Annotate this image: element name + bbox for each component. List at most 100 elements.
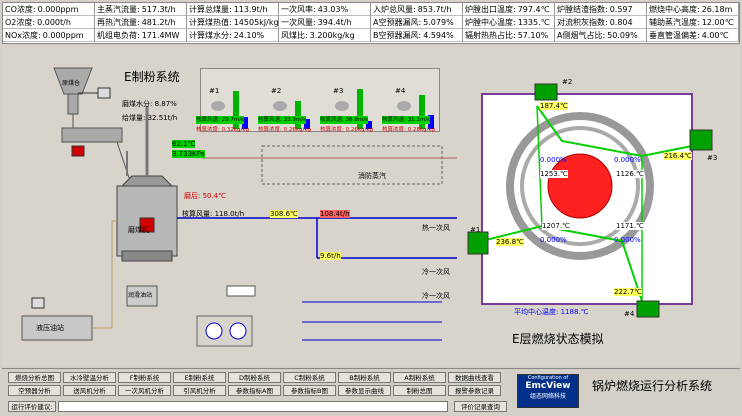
- mill-pressure: 3.733KPa: [172, 150, 205, 158]
- mill-feed: 给煤量: 32.51t/h: [122, 114, 178, 122]
- corner-label-2: #2: [562, 78, 573, 86]
- pipe-name: #4: [395, 87, 406, 95]
- pipe-conc: 核算浓度: 0.32kg/kg: [196, 127, 250, 133]
- emcview-logo: Configuration of EmcView 组态网络科技: [517, 374, 579, 408]
- pipe-speed: 核算风速: 29.7m/s: [196, 116, 244, 124]
- pct-4: 0.000%: [614, 236, 641, 244]
- nav-button[interactable]: 水冷壁温分析: [63, 372, 116, 383]
- pct-2: 0.000%: [614, 156, 641, 164]
- metric-value: 0.000ppm: [37, 5, 79, 14]
- metric-label: O2浓度:: [5, 18, 36, 27]
- pipe-name: #1: [209, 87, 220, 95]
- temp-t1: 187.4℃: [540, 102, 568, 110]
- nav-button[interactable]: F制粉系统: [118, 372, 171, 383]
- pipe-speed-bar: [357, 89, 363, 129]
- metric-label: 垂直管温偏差:: [649, 31, 700, 40]
- metric-label: 机组电负荷:: [97, 31, 140, 40]
- metric-label: 炉膛出口温度:: [465, 5, 516, 14]
- metric-label: 风煤比:: [281, 31, 308, 40]
- process-diagram: [21, 67, 713, 347]
- feeder-motor-icon: [71, 145, 85, 157]
- corner-label-3: #3: [707, 154, 718, 162]
- nav-button[interactable]: 制粉总图: [393, 385, 446, 396]
- header-metric: 一次风率:43.03%: [279, 3, 371, 16]
- nav-button[interactable]: 引风机分析: [173, 385, 226, 396]
- burner-corner-4: [636, 300, 660, 318]
- nav-button[interactable]: 一次风机分析: [118, 385, 171, 396]
- metric-label: 计算煤热值:: [189, 18, 232, 27]
- pipe-speed-bar: [295, 101, 301, 129]
- nav-button[interactable]: D制粉系统: [228, 372, 281, 383]
- header-metric: 炉膛中心温度:1335.℃: [463, 16, 555, 29]
- hot-air: 108.4t/h: [320, 210, 350, 218]
- metric-value: 853.7t/h: [417, 5, 452, 14]
- pipe-conc-bar: [242, 117, 248, 129]
- nav-button[interactable]: A制粉系统: [393, 372, 446, 383]
- temp-t3: 236.8℃: [496, 238, 524, 246]
- metric-label: NOx浓度:: [5, 31, 41, 40]
- header-metric: 燃烧中心高度:26.18m: [647, 3, 739, 16]
- metric-label: 入炉总风量:: [373, 5, 416, 14]
- pipe-conc-bar: [428, 115, 434, 129]
- metric-label: 辅助蒸汽温度:: [649, 18, 700, 27]
- cold-primary-label-2: 冷一次风: [422, 292, 450, 300]
- metric-value: 0.597: [609, 5, 633, 14]
- nav-button[interactable]: 参数指标B图: [283, 385, 336, 396]
- metric-label: CO浓度:: [5, 5, 36, 14]
- mill-outlet-temp: 磨后: 50.4℃: [184, 192, 227, 200]
- metric-value: 57.10%: [517, 31, 549, 40]
- coal-bunker: [53, 67, 93, 95]
- header-metric: 炉膛结渣指数:0.597: [555, 3, 647, 16]
- pipe-valve: [273, 101, 287, 111]
- nav-button[interactable]: C制粉系统: [283, 372, 336, 383]
- hydraulic-station: [21, 315, 93, 341]
- furnace-title: E层燃烧状态模拟: [512, 332, 604, 346]
- header-metric: B空预器漏风:4.594%: [371, 29, 463, 42]
- nav-button[interactable]: B制粉系统: [338, 372, 391, 383]
- metric-label: B空预器漏风:: [373, 31, 422, 40]
- nav-button[interactable]: 空预器分析: [8, 385, 61, 396]
- header-metric: 风煤比:3.200kg/kg: [279, 29, 371, 42]
- nav-button[interactable]: 报警参数记录: [448, 385, 501, 396]
- pipe-conc: 核算浓度: 0.28kg/kg: [382, 127, 436, 133]
- temp-t2: 216.4℃: [664, 152, 692, 160]
- air-temp: 308.6℃: [270, 210, 298, 218]
- pipe-valve: [397, 101, 411, 111]
- temp-c3: 1207.℃: [542, 222, 570, 230]
- metric-label: 炉膛中心温度:: [465, 18, 516, 27]
- pipe-speed: 核算风速: 33.9m/s: [258, 116, 306, 124]
- main-panel: E制粉系统 磨煤水分: 8.87% 给煤量: 32.51t/h 原煤仓 62.1…: [2, 46, 740, 366]
- mill-motor-icon: [139, 217, 155, 233]
- pipe-valve: [335, 101, 349, 111]
- header-metric: 计算煤水分:24.10%: [187, 29, 279, 42]
- metric-value: 0.000t/h: [37, 18, 71, 27]
- metric-value: 43.03%: [317, 5, 349, 14]
- metric-label: 辐射热热占比:: [465, 31, 516, 40]
- pct-3: 0.000%: [540, 236, 567, 244]
- nav-button[interactable]: 参数指标A图: [228, 385, 281, 396]
- temp-c1: 1253.℃: [540, 170, 568, 178]
- app-title: 锅炉燃烧运行分析系统: [592, 379, 713, 393]
- temp-t4: 222.7℃: [614, 288, 642, 296]
- metric-label: 燃烧中心高度:: [649, 5, 700, 14]
- metric-label: 主蒸汽流量:: [97, 5, 140, 14]
- header-metric: 炉膛出口温度:797.4℃: [463, 3, 555, 16]
- metric-value: 517.3t/h: [141, 5, 176, 14]
- metric-value: 0.804: [609, 18, 633, 27]
- metric-value: 24.10%: [233, 31, 265, 40]
- nav-button[interactable]: E制粉系统: [173, 372, 226, 383]
- nav-button[interactable]: 参数显示曲线: [338, 385, 391, 396]
- nav-button[interactable]: 燃烧分析总图: [8, 372, 61, 383]
- metric-label: 计算煤水分:: [189, 31, 232, 40]
- header-metric: 对流积灰指数:0.804: [555, 16, 647, 29]
- nav-button[interactable]: 送风机分析: [63, 385, 116, 396]
- pipe-conc: 核算浓度: 0.26kg/kg: [320, 127, 374, 133]
- lube-oil-station: [126, 285, 158, 307]
- cold-primary-label: 冷一次风: [422, 268, 450, 276]
- header-metric: 辅助蒸汽温度:12.00℃: [647, 16, 739, 29]
- burner-corner-2: [534, 83, 558, 101]
- metric-value: 481.2t/h: [141, 18, 176, 27]
- evaluation-history-button[interactable]: 评价记录查询: [454, 401, 507, 412]
- nav-button[interactable]: 数据曲线查看: [448, 372, 501, 383]
- evaluation-field[interactable]: [58, 401, 448, 412]
